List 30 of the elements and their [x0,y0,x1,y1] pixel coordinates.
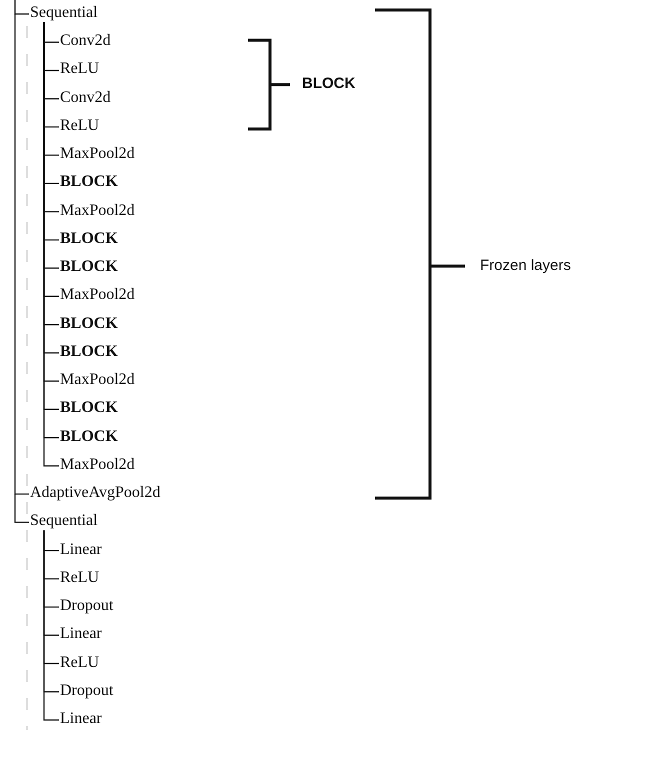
module-label: AdaptiveAvgPool2d [30,484,160,502]
layer-label: BLOCK [60,399,118,418]
layer-label: Linear [60,710,102,728]
layer-label: Linear [60,540,102,559]
layer-label: Dropout [60,682,114,700]
layer-label: MaxPool2d [60,371,135,390]
module-label: Sequential [30,512,98,530]
layer-label: BLOCK [60,258,118,276]
tree-connector [14,14,29,495]
layer-label: ReLU [60,654,100,672]
layer-label: BLOCK [60,314,118,333]
layer-label: Conv2d [60,88,111,107]
layer-label: Conv2d [60,32,111,50]
module-label: Sequential [30,4,98,22]
layer-label: Linear [60,625,102,644]
layer-label: ReLU [60,60,100,78]
layer-label: BLOCK [60,173,118,192]
layer-label: BLOCK [60,428,118,446]
layer-label: MaxPool2d [60,456,135,474]
layer-label: ReLU [60,568,100,587]
layer-label: MaxPool2d [60,145,135,164]
bracket-label: BLOCK [302,74,356,92]
layer-label: BLOCK [60,342,118,361]
layer-label: BLOCK [60,230,118,248]
layer-label: ReLU [60,116,100,135]
bracket-label: Frozen layers [480,257,571,274]
tree-connector [14,494,29,523]
layer-label: Dropout [60,597,114,616]
layer-label: MaxPool2d [60,286,135,304]
layer-label: MaxPool2d [60,202,135,220]
